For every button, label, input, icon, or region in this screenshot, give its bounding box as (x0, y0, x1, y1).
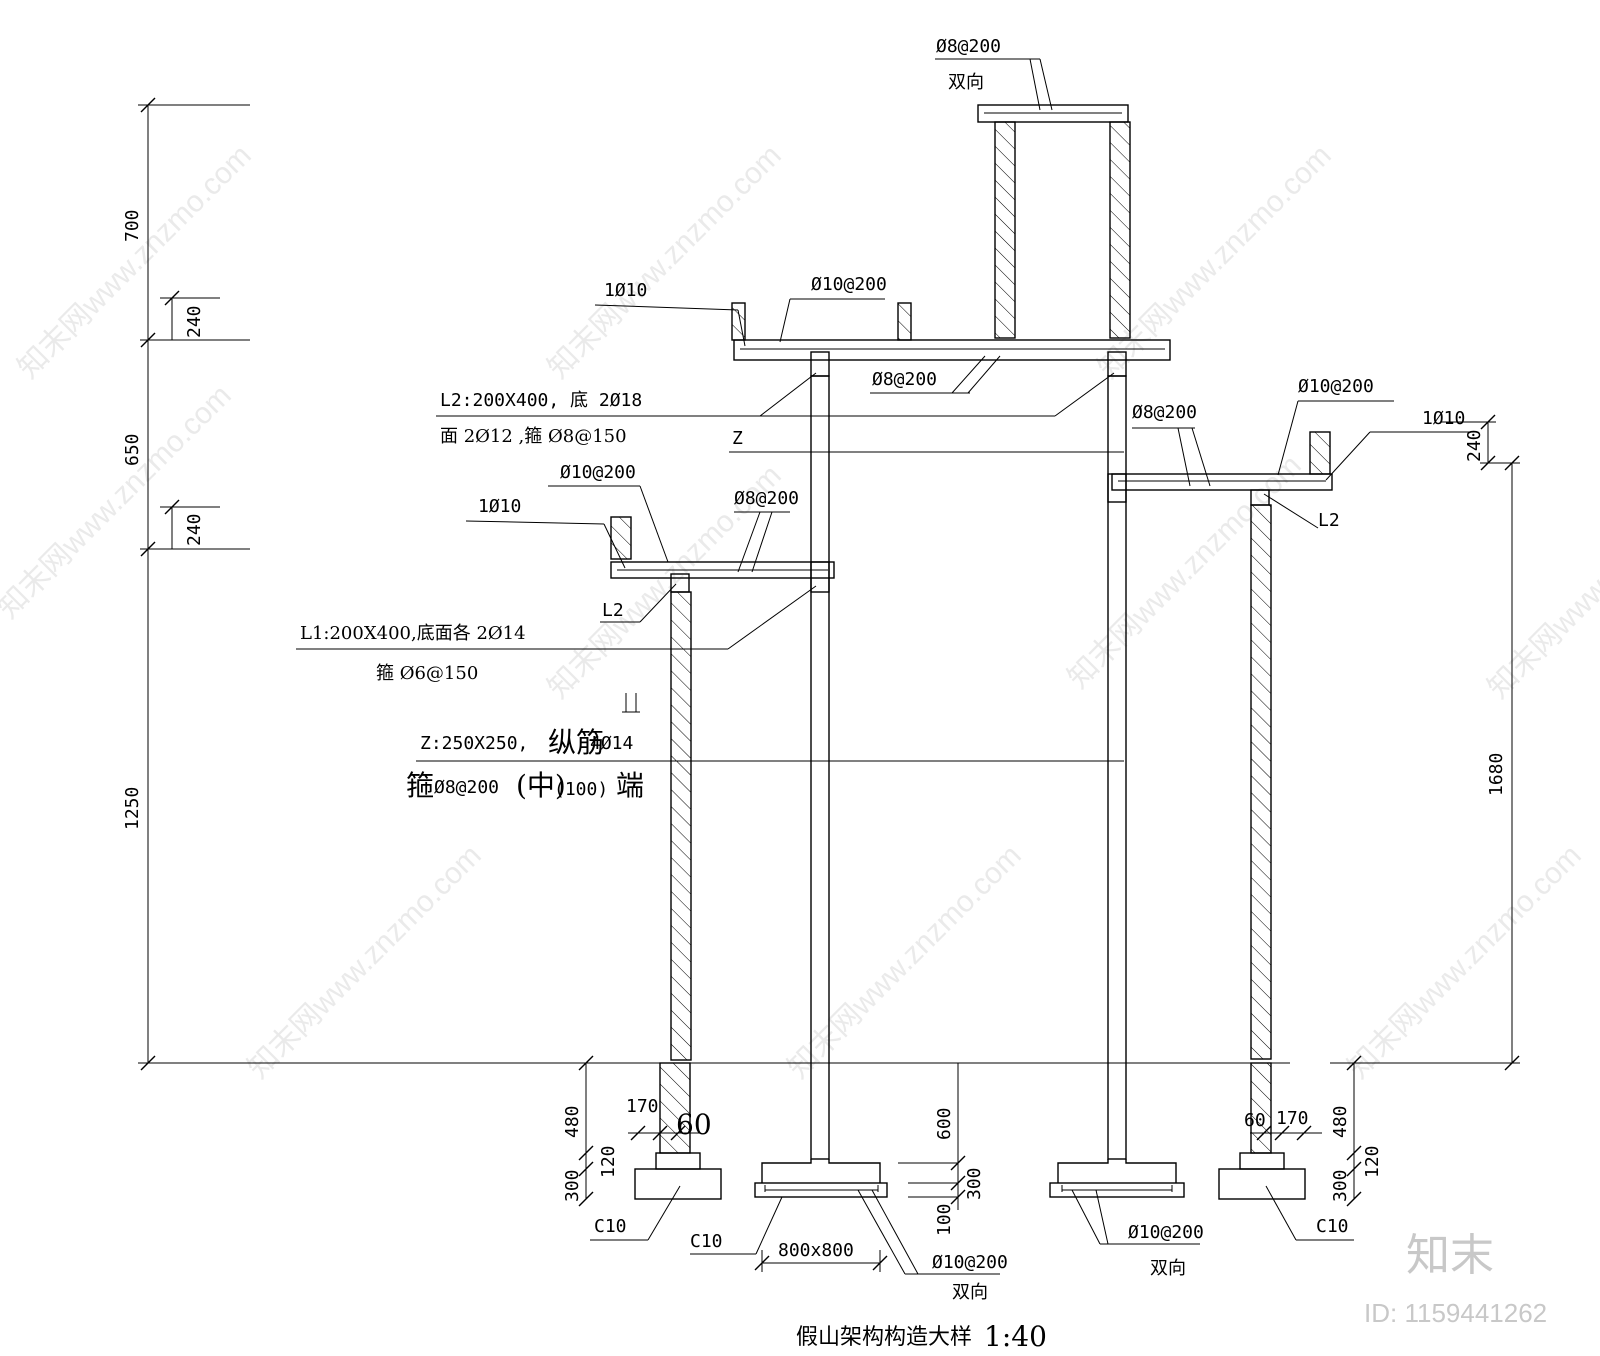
label-footing-dir-b: 双向 (1150, 1258, 1186, 1279)
label-z-spec-1c: 4Ø14 (590, 733, 633, 754)
right-dimensions: 240 1680 (1330, 414, 1520, 1071)
label-left-l2: L2 (602, 600, 624, 621)
watermark-text: 知末网www.znzmo.com (12, 139, 258, 385)
label-upper-slab-bot: Ø8@200 (872, 369, 937, 390)
label-top-rebar: Ø8@200 (936, 36, 1001, 57)
watermark-text: 知末网www.znzmo.com (0, 379, 238, 625)
label-z-mark: Z (732, 428, 743, 449)
footing-3: Ø10@200 双向 (1049, 1159, 1204, 1279)
dim-f1-120: 120 (598, 1145, 619, 1178)
watermark-text: 知末网www.znzmo.com (242, 839, 488, 1085)
label-left-slab-bot: Ø8@200 (734, 488, 799, 509)
id-text: ID: 1159441262 (1364, 1298, 1547, 1328)
dim-f2-100: 100 (934, 1203, 955, 1236)
label-z-spec-2c: (中) (516, 769, 566, 802)
dim-f1-60: 60 (676, 1108, 712, 1141)
label-l1-spec-2: 箍 Ø6@150 (376, 663, 478, 684)
footing-4: 480 120 300 60 170 C10 (1218, 1055, 1383, 1241)
label-upper-slab-top: Ø10@200 (811, 274, 887, 295)
dim-f2-300: 300 (964, 1167, 985, 1200)
label-z-spec-1a: Z:250X250, (420, 733, 528, 754)
label-right-slab-bot: Ø8@200 (1132, 402, 1197, 423)
footing-1: 480 120 300 170 60 C10 (562, 1055, 722, 1241)
watermark-text: 知末网www.znzmo.com (1342, 839, 1588, 1085)
left-dimensions: 700 240 650 240 1250 (122, 97, 1290, 1071)
dim-f4-120: 120 (1362, 1145, 1383, 1178)
title-text: 假山架构构造大样 (796, 1325, 972, 1350)
left-slab: Ø10@200 1Ø10 Ø8@200 L2 L1:200X400,底面各 2Ø… (296, 462, 835, 1061)
dim-f4-480: 480 (1330, 1105, 1351, 1138)
label-c10-a: C10 (594, 1216, 627, 1237)
label-z-spec-1b: 纵筋 (548, 726, 604, 759)
dim-f1-170: 170 (626, 1096, 659, 1117)
dim-240-mid: 240 (184, 513, 205, 546)
dim-f2-size: 800x800 (778, 1240, 854, 1261)
watermark-logo: 知末 ID: 1159441262 (1364, 1230, 1547, 1328)
watermark-text: 知末网www.znzmo.com (1482, 459, 1600, 705)
watermark-text: 知末网www.znzmo.com (782, 839, 1028, 1085)
logo-text: 知末 (1406, 1230, 1494, 1281)
label-z-spec-2a: 箍 (406, 769, 434, 802)
watermark-text: 知末网www.znzmo.com (542, 139, 788, 385)
drawing-title: 假山架构构造大样 1:40 (796, 1320, 1047, 1353)
label-z-spec-2d: (100) (554, 779, 608, 800)
title-scale: 1:40 (984, 1320, 1047, 1353)
label-l2-spec-1: L2:200X400, 底 2Ø18 (440, 390, 642, 411)
dim-240-top: 240 (184, 305, 205, 338)
label-right-1010: 1Ø10 (1422, 408, 1465, 429)
label-left-1010: 1Ø10 (478, 496, 521, 517)
dim-f4-170: 170 (1276, 1108, 1309, 1129)
dim-700: 700 (122, 209, 143, 242)
footing-2: 600 300 100 800x800 C10 Ø10@200 双向 (690, 1063, 1008, 1303)
label-right-l2: L2 (1318, 510, 1340, 531)
label-top-dir: 双向 (948, 72, 984, 93)
label-l2-spec-2: 面 2Ø12 ,箍 Ø8@150 (440, 426, 627, 447)
central-columns: Z (729, 375, 1127, 1160)
top-tower: Ø8@200 双向 (935, 36, 1131, 339)
label-footing-rebar-b: Ø10@200 (1128, 1222, 1204, 1243)
column-spec: Z:250X250, 纵筋 4Ø14 箍 Ø8@200 (中) (100) 端 (406, 693, 1124, 802)
right-slab: Ø8@200 Ø10@200 1Ø10 L2 (1107, 376, 1478, 1060)
label-left-slab-top: Ø10@200 (560, 462, 636, 483)
label-l1-spec-1: L1:200X400,底面各 2Ø14 (300, 623, 526, 644)
label-c10-b: C10 (690, 1231, 723, 1252)
label-right-slab-top: Ø10@200 (1298, 376, 1374, 397)
dim-f4-300: 300 (1330, 1169, 1351, 1202)
dim-f1-480: 480 (562, 1105, 583, 1138)
label-footing-dir-a: 双向 (952, 1282, 988, 1303)
watermark-group: 知末网www.znzmo.com 知末网www.znzmo.com 知末网www… (0, 139, 1600, 1085)
dim-1250: 1250 (122, 787, 143, 830)
label-footing-rebar-a: Ø10@200 (932, 1252, 1008, 1273)
dim-f4-60: 60 (1244, 1110, 1266, 1131)
label-upper-1010: 1Ø10 (604, 280, 647, 301)
label-z-spec-2b: Ø8@200 (434, 777, 499, 798)
dim-f1-300: 300 (562, 1169, 583, 1202)
upper-slab: 1Ø10 Ø10@200 Ø8@200 L2:200X400, 底 2Ø18 面… (436, 274, 1171, 447)
dim-1680: 1680 (1486, 753, 1507, 796)
dim-f2-600: 600 (934, 1107, 955, 1140)
dim-650: 650 (122, 433, 143, 466)
dim-right-240: 240 (1464, 429, 1485, 462)
label-c10-c: C10 (1316, 1216, 1349, 1237)
label-z-spec-2e: 端 (616, 769, 644, 802)
